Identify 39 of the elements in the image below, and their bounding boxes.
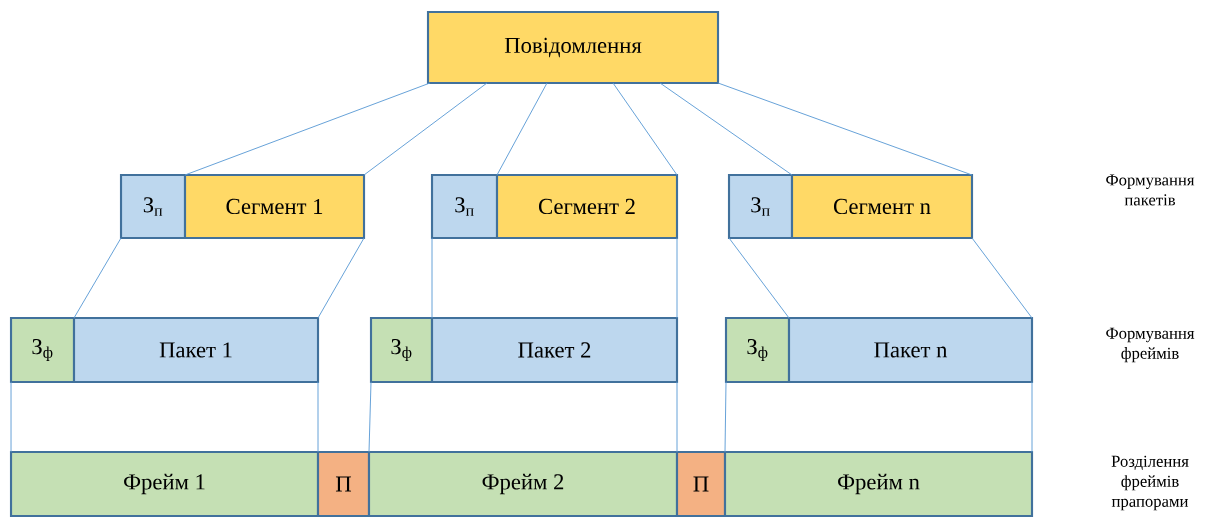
connector-line [612, 82, 678, 176]
header-box: З$_{ф}$ [9, 316, 76, 384]
message-box: Повідомлення [426, 10, 720, 85]
connector-line [368, 381, 372, 453]
connector-line [1031, 381, 1033, 453]
packet-box: Пакет n [787, 316, 1034, 384]
connector-line [73, 237, 122, 319]
frame-box: Фрейм 2 [367, 450, 679, 518]
header-box: З$_{п}$ [430, 173, 499, 240]
header-box: З$_{ф}$ [369, 316, 434, 384]
connector-line [10, 381, 12, 453]
connector-line [676, 381, 678, 453]
segment-box: Сегмент 1 [183, 173, 366, 240]
header-box: З$_{ф}$ [724, 316, 791, 384]
flag-box: П [316, 450, 371, 518]
connector-line [317, 237, 365, 319]
step-label: Формування фреймів [1106, 327, 1195, 363]
connector-line [724, 381, 727, 453]
step-label: Розділення фреймів прапорами [1111, 455, 1189, 511]
connector-line [717, 82, 973, 176]
connector-line [431, 237, 433, 319]
connector-line [659, 82, 793, 176]
header-box: З$_{п}$ [119, 173, 187, 240]
frame-box: Фрейм 1 [9, 450, 320, 518]
connector-line [317, 381, 319, 453]
connector-line [363, 82, 488, 176]
segment-box: Сегмент n [790, 173, 974, 240]
packet-box: Пакет 1 [72, 316, 320, 384]
connector-line [676, 237, 678, 319]
segment-box: Сегмент 2 [495, 173, 679, 240]
header-box: З$_{п}$ [727, 173, 794, 240]
frame-box: Фрейм n [723, 450, 1034, 518]
connector-line [496, 82, 548, 176]
connector-line [971, 237, 1033, 319]
flag-box: П [675, 450, 727, 518]
step-label: Формування пакетів [1106, 174, 1195, 206]
connector-line [184, 82, 431, 176]
connector-line [728, 237, 790, 319]
packet-box: Пакет 2 [430, 316, 679, 384]
